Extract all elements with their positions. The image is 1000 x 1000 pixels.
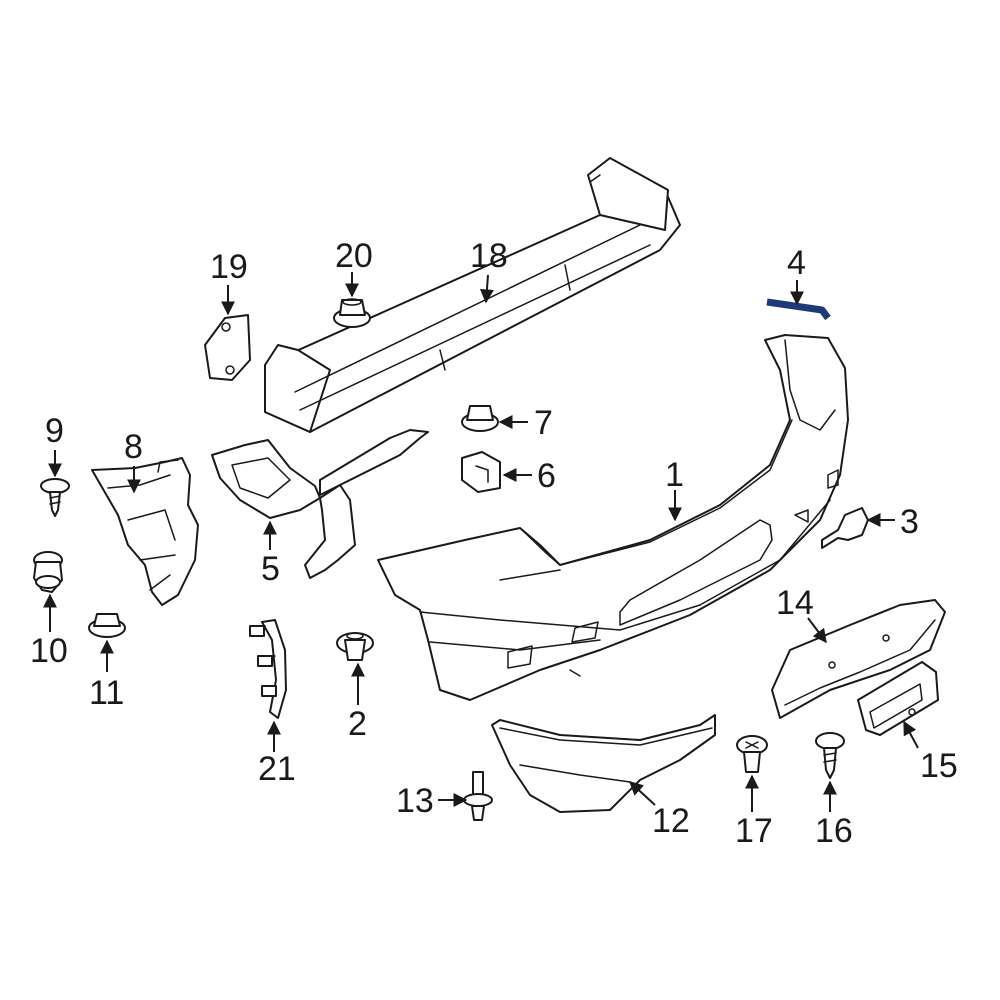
callout-8[interactable]: 8: [124, 428, 143, 466]
callout-7[interactable]: 7: [534, 404, 553, 442]
part-10-clip[interactable]: [33, 551, 63, 593]
part-6-clip-nut[interactable]: [461, 451, 501, 493]
callout-12[interactable]: 12: [652, 802, 690, 840]
callout-14[interactable]: 14: [776, 584, 814, 622]
part-17-screw[interactable]: [736, 735, 768, 773]
part-18-bumper-reinforcement[interactable]: [264, 157, 681, 433]
callout-6[interactable]: 6: [537, 457, 556, 495]
callout-1[interactable]: 1: [665, 456, 684, 494]
part-1-bumper-cover[interactable]: [377, 334, 849, 701]
part-3-bracket[interactable]: [821, 507, 869, 549]
part-13-rivet[interactable]: [463, 771, 493, 821]
part-9-screw[interactable]: [40, 478, 70, 517]
part-14-panel[interactable]: [771, 599, 946, 719]
part-12-lower-trim[interactable]: [491, 714, 716, 813]
part-7-nut[interactable]: [461, 405, 499, 432]
callout-4[interactable]: 4: [787, 244, 806, 282]
part-4-trim-strip[interactable]: [766, 298, 831, 321]
part-21-bracket[interactable]: [249, 619, 287, 719]
callout-15[interactable]: 15: [920, 747, 958, 785]
callout-10[interactable]: 10: [30, 632, 68, 670]
callout-13[interactable]: 13: [396, 782, 434, 820]
callout-16[interactable]: 16: [815, 812, 853, 850]
callout-9[interactable]: 9: [45, 412, 64, 450]
part-5-bracket[interactable]: [211, 429, 429, 579]
callout-11[interactable]: 11: [89, 674, 124, 712]
callout-5[interactable]: 5: [261, 550, 280, 588]
callout-labels: 1 2 3 4 5 6 7 8 9 10 11 12 13 14 15 16 1…: [30, 237, 958, 850]
callout-2[interactable]: 2: [348, 705, 367, 743]
callout-3[interactable]: 3: [900, 503, 919, 541]
callout-17[interactable]: 17: [735, 812, 773, 850]
callout-21[interactable]: 21: [258, 750, 296, 788]
callout-18[interactable]: 18: [470, 237, 508, 275]
leader-lines: [43, 272, 919, 812]
part-20-nut[interactable]: [333, 298, 371, 328]
part-15-bracket[interactable]: [857, 661, 939, 736]
callout-19[interactable]: 19: [210, 248, 248, 286]
part-8-bracket[interactable]: [91, 457, 199, 606]
part-16-screw[interactable]: [815, 732, 845, 779]
part-2-push-clip[interactable]: [336, 632, 374, 661]
part-11-nut[interactable]: [88, 613, 126, 638]
callout-20[interactable]: 20: [335, 237, 373, 275]
part-19-gasket[interactable]: [204, 314, 251, 381]
